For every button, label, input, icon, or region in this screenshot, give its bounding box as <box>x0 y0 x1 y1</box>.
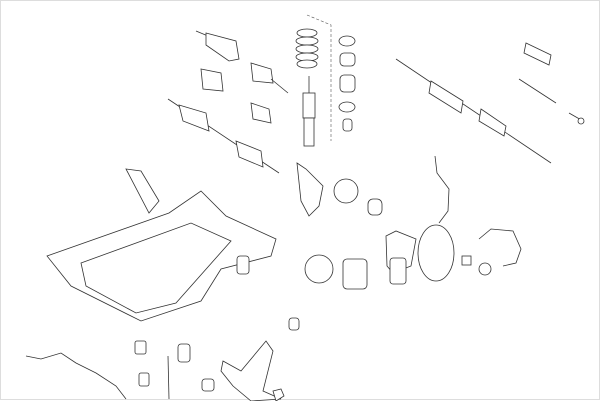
drive-shaft <box>167 98 280 174</box>
rack-boot <box>523 42 552 66</box>
cv-joint-outer <box>250 62 289 94</box>
stabilizer-bar <box>25 352 127 400</box>
subframe-bushing-1 <box>236 255 250 275</box>
stabilizer-bushing-2 <box>138 372 150 387</box>
abs-sensor <box>434 155 450 224</box>
brake-pads <box>389 257 407 285</box>
subframe-bushing-2 <box>177 343 191 363</box>
wheel-bearing <box>367 198 383 216</box>
brake-wear-sensor <box>478 228 522 267</box>
stabilizer-bushing-1 <box>134 340 147 355</box>
cv-boot-3 <box>250 102 272 124</box>
brake-disc <box>417 224 455 282</box>
hub-bearing-assembly <box>304 254 334 284</box>
shock-absorber <box>302 76 316 147</box>
steering-knuckle <box>296 162 324 217</box>
brake-caliper <box>342 258 368 290</box>
strut-assembly-bracket <box>306 14 332 141</box>
wheel-hub <box>333 178 359 204</box>
dust-cap <box>478 262 492 276</box>
hub-nut <box>461 255 472 266</box>
steering-rack <box>395 58 552 164</box>
stabilizer-link <box>167 355 170 400</box>
strut-mount-parts <box>338 35 356 132</box>
tie-rod-end <box>568 112 585 125</box>
subframe <box>46 168 277 322</box>
ball-joint <box>272 388 285 401</box>
control-arm-bushing-2 <box>201 378 215 392</box>
inner-tie-rod <box>518 78 557 104</box>
control-arm <box>220 340 282 401</box>
control-arm-bushing <box>288 317 300 331</box>
cv-boot-kit-1 <box>195 30 240 62</box>
cv-boot-2 <box>200 68 224 92</box>
coil-spring <box>295 28 319 69</box>
